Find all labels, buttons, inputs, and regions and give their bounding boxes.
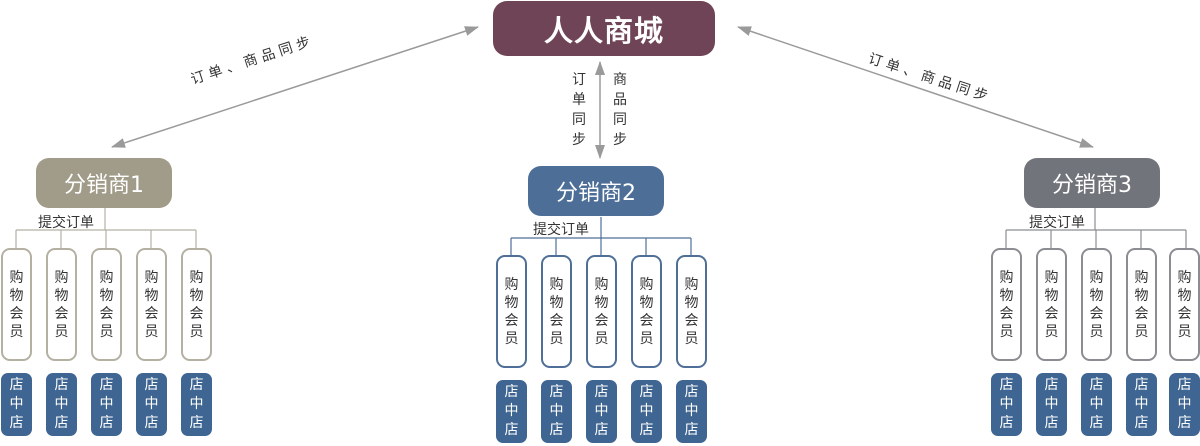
member-box: 购物会员	[631, 255, 662, 368]
sync-label-center-order: 订单同步	[572, 72, 586, 148]
sync-arrow-right	[737, 26, 1094, 148]
shop-label: 店中店	[1177, 377, 1192, 431]
distributor-2-node: 分销商2	[528, 166, 664, 216]
member-label: 购物会员	[504, 276, 519, 347]
member-box: 购物会员	[1169, 248, 1200, 361]
shop-box: 店中店	[1036, 373, 1067, 436]
submit-order-label-2: 提交订单	[533, 222, 589, 238]
member-box: 购物会员	[1081, 248, 1112, 361]
member-label: 购物会员	[999, 269, 1014, 340]
shop-box: 店中店	[1081, 373, 1112, 436]
hq-label: 人人商城	[543, 13, 664, 48]
member-box: 购物会员	[181, 248, 212, 361]
member-label: 购物会员	[54, 269, 69, 340]
sync-arrow-left	[111, 26, 479, 148]
shop-label: 店中店	[99, 377, 114, 431]
distributor-3-node: 分销商3	[1024, 158, 1160, 208]
shop-box: 店中店	[1126, 373, 1157, 436]
hq-node: 人人商城	[493, 1, 715, 56]
shop-label: 店中店	[1044, 377, 1059, 431]
member-label: 购物会员	[1089, 269, 1104, 340]
member-label: 购物会员	[1044, 269, 1059, 340]
shop-label: 店中店	[684, 384, 699, 438]
member-box: 购物会员	[541, 255, 572, 368]
member-box: 购物会员	[1126, 248, 1157, 361]
shop-box: 店中店	[541, 380, 572, 443]
shop-label: 店中店	[144, 377, 159, 431]
shop-label: 店中店	[54, 377, 69, 431]
member-label: 购物会员	[1177, 269, 1192, 340]
shop-label: 店中店	[549, 384, 564, 438]
shop-box: 店中店	[136, 373, 167, 436]
member-label: 购物会员	[639, 276, 654, 347]
submit-order-label-1: 提交订单	[38, 215, 94, 231]
shop-label: 店中店	[9, 377, 24, 431]
member-label: 购物会员	[189, 269, 204, 340]
shop-box: 店中店	[496, 380, 527, 443]
branch-2-tree	[510, 217, 692, 255]
member-box: 购物会员	[1036, 248, 1067, 361]
distributor-3-label: 分销商3	[1052, 173, 1132, 198]
shop-box: 店中店	[91, 373, 122, 436]
member-label: 购物会员	[144, 269, 159, 340]
shop-label: 店中店	[594, 384, 609, 438]
member-box: 购物会员	[496, 255, 527, 368]
member-box: 购物会员	[676, 255, 707, 368]
submit-order-label-3: 提交订单	[1029, 215, 1085, 231]
branch-1-tree	[15, 208, 197, 248]
shop-box: 店中店	[676, 380, 707, 443]
shop-box: 店中店	[631, 380, 662, 443]
member-label: 购物会员	[9, 269, 24, 340]
shop-label: 店中店	[189, 377, 204, 431]
distributor-2-label: 分销商2	[556, 181, 636, 206]
distributor-1-node: 分销商1	[36, 158, 172, 208]
member-label: 购物会员	[684, 276, 699, 347]
shop-box: 店中店	[1169, 373, 1200, 436]
shop-box: 店中店	[181, 373, 212, 436]
shop-label: 店中店	[1134, 377, 1149, 431]
member-box: 购物会员	[91, 248, 122, 361]
shop-label: 店中店	[639, 384, 654, 438]
member-box: 购物会员	[1, 248, 32, 361]
sync-label-center-goods: 商品同步	[613, 72, 627, 148]
member-box: 购物会员	[136, 248, 167, 361]
member-label: 购物会员	[1134, 269, 1149, 340]
shop-box: 店中店	[1, 373, 32, 436]
shop-box: 店中店	[46, 373, 77, 436]
branch-3-tree	[1005, 208, 1187, 248]
shop-label: 店中店	[999, 377, 1014, 431]
shop-box: 店中店	[991, 373, 1022, 436]
member-label: 购物会员	[549, 276, 564, 347]
member-label: 购物会员	[99, 269, 114, 340]
member-label: 购物会员	[594, 276, 609, 347]
member-box: 购物会员	[586, 255, 617, 368]
shop-box: 店中店	[586, 380, 617, 443]
distributor-1-label: 分销商1	[64, 173, 144, 198]
member-box: 购物会员	[991, 248, 1022, 361]
shop-label: 店中店	[1089, 377, 1104, 431]
shop-label: 店中店	[504, 384, 519, 438]
member-box: 购物会员	[46, 248, 77, 361]
